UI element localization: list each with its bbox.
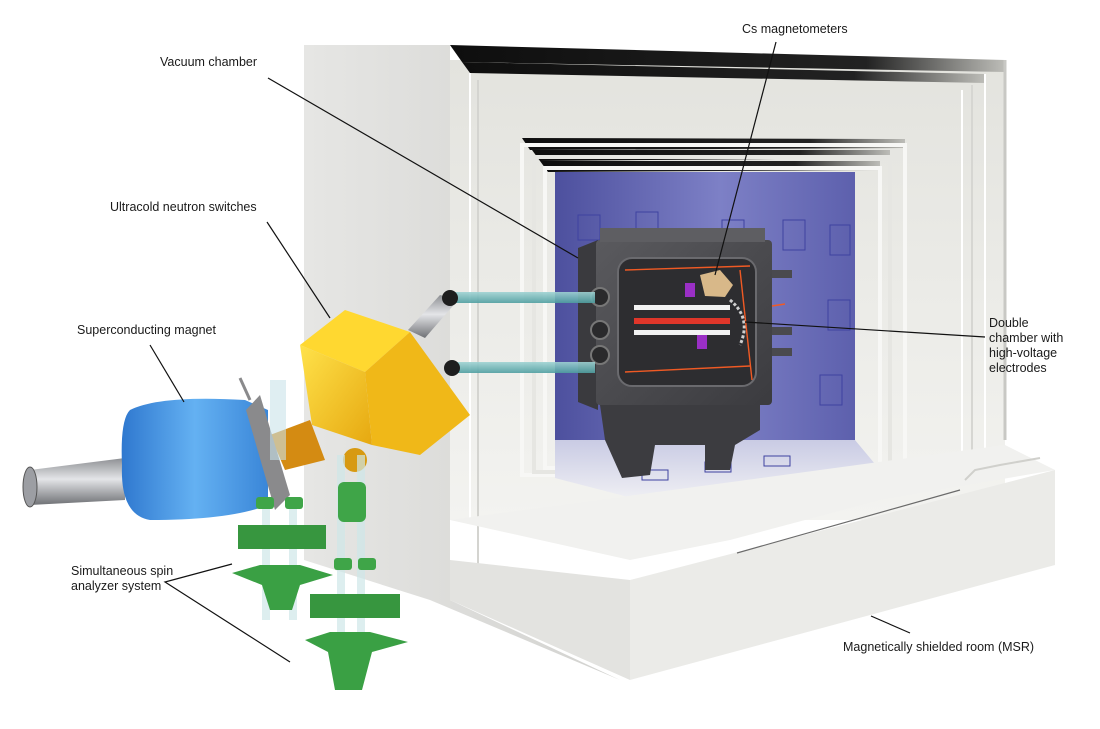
wall-markers [577, 211, 851, 481]
analyzer-cap [285, 497, 303, 509]
room-base-side [630, 470, 1055, 680]
base-step [964, 457, 1041, 481]
analyzer-cap [334, 558, 352, 570]
room-left-wall [304, 45, 620, 680]
cs-magnetometer-mount [700, 270, 733, 297]
analyzer-splitter [305, 632, 408, 690]
guide-flange [442, 290, 458, 306]
wall-marker [827, 299, 851, 331]
magnet-rod [238, 377, 252, 401]
switch-block-side [365, 332, 470, 455]
chamber-top-lid [600, 228, 765, 242]
rear-rod [772, 327, 792, 335]
wall-marker [763, 455, 791, 467]
rear-rod [772, 348, 792, 356]
orange-coils [624, 265, 786, 381]
base-groove [736, 489, 961, 554]
electrode-middle [634, 318, 730, 324]
analyzer-cap [256, 497, 274, 509]
analyzer-box [310, 594, 400, 618]
coil-wire [739, 269, 753, 381]
magnet-plate [246, 395, 290, 510]
analyzer-tube [357, 455, 365, 655]
analyzer-cap [338, 482, 366, 522]
leader-spin-analyzer [163, 563, 291, 663]
magnet-body [121, 398, 269, 520]
label-spin-analyzer: Simultaneous spin analyzer system [71, 564, 174, 593]
analyzer-splitter [232, 565, 333, 610]
label-vacuum-chamber: Vacuum chamber [160, 55, 258, 69]
leader-cs-magnetometers [714, 41, 777, 276]
leader-msr [870, 615, 911, 634]
chamber-support [600, 405, 760, 478]
leader-double-chamber [744, 321, 986, 338]
rear-rod [772, 270, 792, 278]
beam-pipe-end [22, 466, 38, 508]
room-base-front [450, 560, 630, 680]
cs-magnetometer [697, 335, 707, 349]
chamber-port [590, 320, 610, 340]
room-base-top [450, 445, 1055, 560]
beam-pipe [30, 458, 125, 505]
switch-block-front [300, 345, 372, 445]
cs-magnetometer [685, 283, 695, 297]
label-ucn-switches: Ultracold neutron switches [110, 200, 257, 214]
wall-marker [829, 224, 851, 256]
label-superconducting-magnet: Superconducting magnet [77, 323, 216, 337]
neutron-guides [408, 290, 595, 376]
leader-ucn-switches [266, 221, 331, 319]
chamber-port [590, 345, 610, 365]
analyzer-tube [262, 500, 270, 620]
spin-analyzer-system [232, 455, 408, 690]
label-double-chamber: Double chamber with high-voltage electro… [989, 316, 1064, 375]
neutron-guide-lower [455, 362, 595, 373]
shield-layer-top-1 [450, 45, 1005, 72]
label-msr: Magnetically shielded room (MSR) [843, 640, 1035, 654]
coil-wire [771, 303, 786, 307]
leader-lines [149, 41, 986, 663]
analyzer-box [238, 525, 326, 549]
switch-block-top [300, 310, 410, 372]
wall-marker [782, 219, 806, 251]
label-cs-magnetometers: Cs magnetometers [742, 22, 848, 36]
coil-wire [624, 365, 751, 373]
electrode-bottom [634, 330, 730, 335]
analyzer-tube [289, 500, 297, 620]
analyzer-tube [337, 455, 345, 655]
neutron-guide-upper [455, 292, 595, 303]
electrode-top [634, 305, 730, 310]
guide-flange [444, 360, 460, 376]
ucn-switches [270, 310, 470, 472]
hv-feedthrough [729, 298, 746, 346]
magnet-tube [270, 380, 286, 460]
analyzer-cap [358, 558, 376, 570]
shield-layer-top-2 [462, 62, 985, 83]
superconducting-magnet [22, 377, 290, 520]
wall-marker [819, 374, 843, 406]
leader-superconducting-magnet [149, 344, 185, 403]
coil-wire [624, 265, 751, 271]
wall-marker [577, 214, 601, 241]
vacuum-chamber [578, 228, 792, 478]
guide-connector [408, 295, 458, 338]
leader-vacuum-chamber [267, 77, 579, 259]
